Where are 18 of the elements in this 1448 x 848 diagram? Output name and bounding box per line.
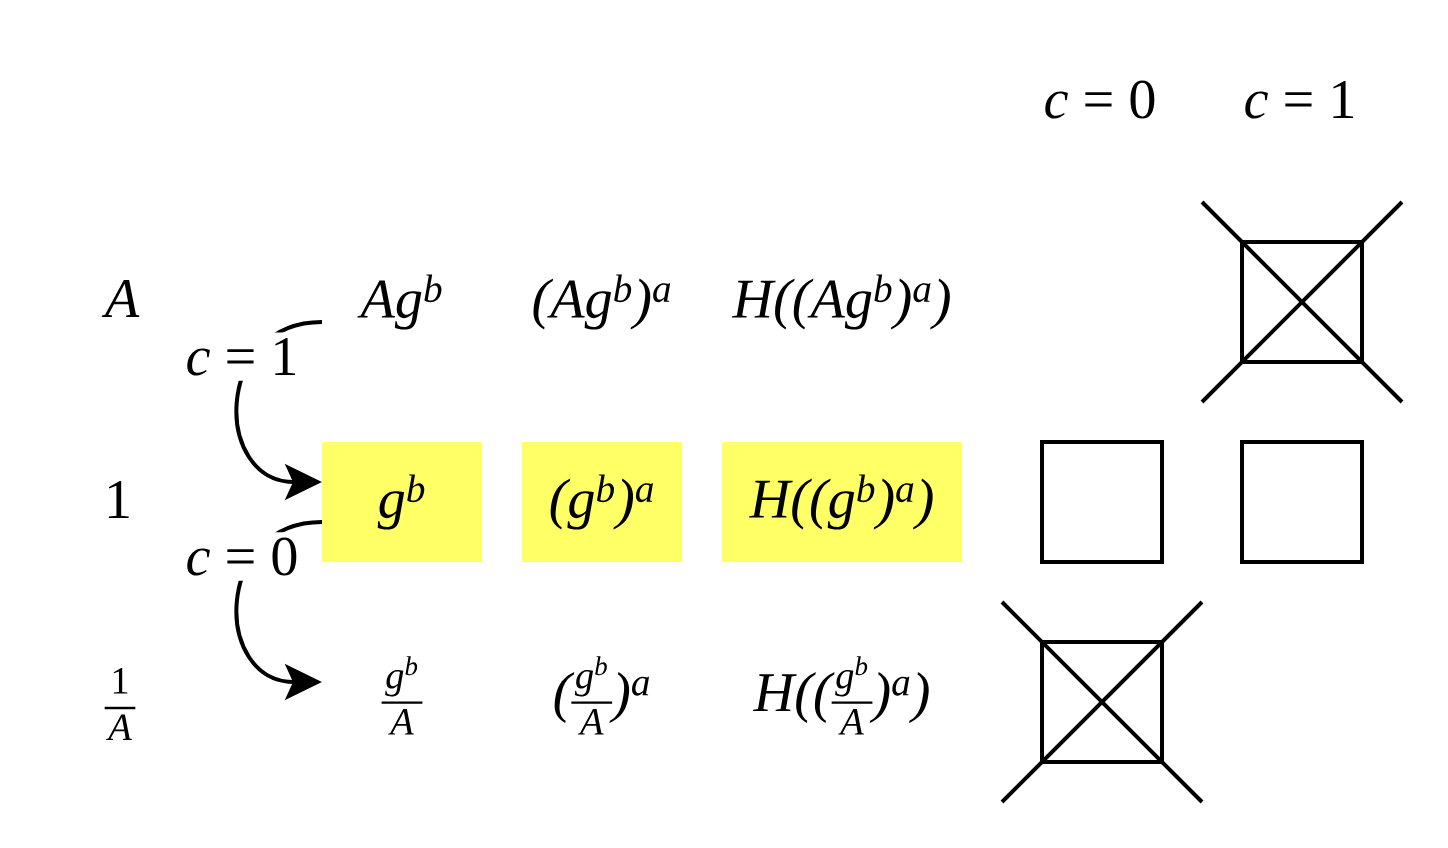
empty-box <box>1240 440 1364 564</box>
expression: g$^{b}$ A <box>381 656 423 735</box>
crossed-box <box>1200 200 1404 404</box>
highlighted-cell: g$^{b}$ <box>322 442 482 562</box>
highlighted-cell: H((g$^{b}$)$^{a}$) <box>722 442 962 562</box>
expression: H((Ag$^{b}$)$^{a}$) <box>731 274 950 330</box>
edge-label: c = 0 <box>180 532 304 581</box>
expression: (Ag$^{b}$)$^{a}$ <box>533 274 671 330</box>
crossed-box <box>1000 600 1204 804</box>
row-label: 1 A <box>104 668 136 740</box>
edge-label: c = 1 <box>180 332 304 381</box>
expression: Ag$^{b}$ <box>357 274 442 330</box>
row-label: A <box>101 279 140 317</box>
highlighted-cell: (g$^{b}$)$^{a}$ <box>522 442 682 562</box>
empty-box <box>1040 440 1164 564</box>
column-header: c = 0 <box>1045 80 1155 119</box>
row-label: 1 <box>108 480 129 518</box>
column-header: c = 1 <box>1245 80 1354 119</box>
